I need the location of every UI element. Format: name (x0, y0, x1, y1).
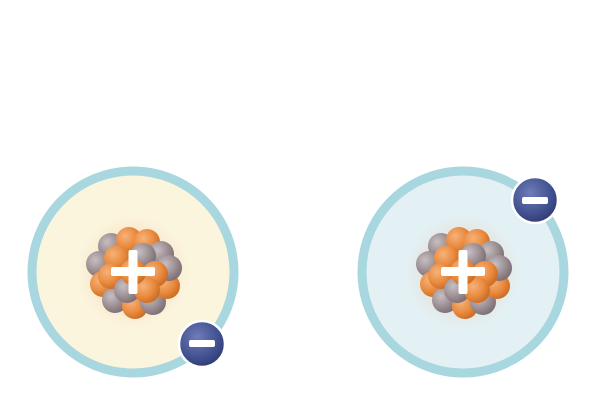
proton-left-16 (134, 277, 160, 303)
nucleus-plus-sign-right (441, 250, 485, 294)
proton-right-16 (464, 277, 490, 303)
electron-minus-sign-right (522, 197, 548, 204)
nucleus-left (77, 216, 189, 328)
electron-left (177, 319, 227, 369)
atom-left (27, 166, 239, 378)
atom-right (357, 166, 569, 378)
electron-right (510, 175, 560, 225)
nucleus-plus-sign-left (111, 250, 155, 294)
electron-minus-sign-left (189, 340, 215, 347)
nucleus-right (407, 216, 519, 328)
